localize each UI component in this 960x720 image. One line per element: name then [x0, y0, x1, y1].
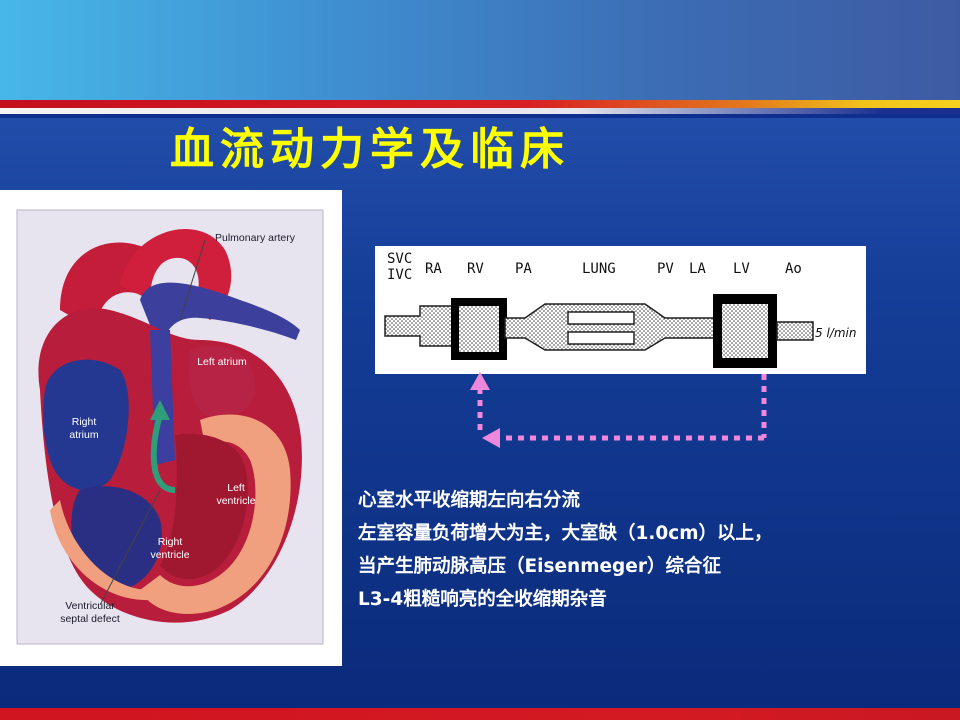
description-text: 心室水平收缩期左向右分流 左室容量负荷增大为主，大室缺（1.0cm）以上， 当产…	[358, 484, 948, 616]
label-svc: SVC	[387, 251, 413, 267]
description-line-2: 左室容量负荷增大为主，大室缺（1.0cm）以上，	[358, 523, 773, 544]
header-stripe-white	[0, 108, 960, 114]
top-banner	[0, 0, 960, 100]
footer-stripe	[0, 708, 960, 720]
label-la: LA	[689, 261, 706, 277]
label-pv: PV	[657, 261, 674, 277]
label-pulmonary-artery: Pulmonary artery	[215, 232, 295, 244]
label-left-atrium: Left atrium	[197, 356, 247, 368]
heart-illustration: Pulmonary artery Left atrium Right atriu…	[0, 190, 342, 666]
heart-svg	[16, 209, 324, 645]
header-stripe-blue	[0, 114, 960, 118]
label-ao: Ao	[785, 261, 802, 277]
flow-diagram-svg	[384, 294, 814, 368]
label-ventricular-septal-defect: Ventricular septal defect	[60, 600, 120, 625]
label-ivc: IVC	[387, 267, 413, 283]
label-lung: LUNG	[582, 261, 616, 277]
description-line-4: L3-4粗糙响亮的全收缩期杂音	[358, 589, 607, 610]
shunt-arrow	[470, 372, 767, 448]
description-line-1: 心室水平收缩期左向右分流	[358, 490, 581, 511]
label-pa: PA	[515, 261, 532, 277]
label-ra: RA	[425, 261, 442, 277]
label-right-ventricle: Right ventricle	[150, 536, 190, 561]
slide-title: 血流动力学及临床	[170, 124, 570, 175]
label-rv: RV	[467, 261, 484, 277]
label-right-atrium: Right atrium	[69, 416, 99, 441]
label-flow-rate: 5 l/min	[815, 326, 857, 340]
header-stripe-red	[0, 100, 960, 108]
label-left-ventricle: Left ventricle	[216, 482, 256, 507]
flow-diagram: SVC IVC RA RV PA LUNG PV LA LV Ao 5 l/mi…	[375, 246, 866, 374]
label-lv: LV	[733, 261, 750, 277]
description-line-3: 当产生肺动脉高压（Eisenmeger）综合征	[358, 556, 721, 577]
